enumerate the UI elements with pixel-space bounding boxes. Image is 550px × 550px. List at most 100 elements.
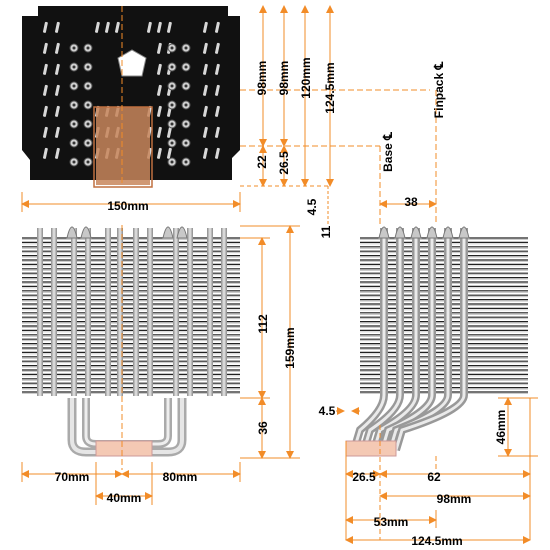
finpack-centerline-label: Finpack ℄: [432, 62, 446, 119]
mounting-hole-center: [86, 46, 90, 50]
side-view-dimensions: [336, 397, 538, 544]
fin-slot: [104, 21, 110, 33]
fin-slot: [202, 84, 208, 96]
fin-slot: [156, 147, 162, 159]
heatpipe-column: [37, 228, 43, 396]
dim-159mm: 159mm: [283, 327, 297, 368]
mounting-hole-center: [86, 65, 90, 69]
side-view: [345, 226, 528, 457]
dim-46mm: 46mm: [494, 410, 508, 445]
dim-11: 11: [319, 225, 333, 238]
side-view-heatpipes: [350, 226, 470, 452]
mounting-hole-center: [72, 65, 76, 69]
front-view: [22, 226, 240, 457]
heatpipe-cap: [80, 226, 92, 239]
mounting-hole-center: [170, 84, 174, 88]
mounting-hole-center: [72, 84, 76, 88]
fin-slot: [214, 105, 220, 117]
fin-slot: [54, 21, 60, 33]
mounting-hole-center: [86, 84, 90, 88]
dim-80mm: 80mm: [163, 470, 198, 484]
heatpipe-side-highlight: [362, 228, 402, 451]
mounting-hole-center: [72, 122, 76, 126]
fin-slot: [54, 63, 60, 75]
mounting-hole-center: [72, 46, 76, 50]
fin-slot: [156, 63, 162, 75]
heatpipe-cap: [176, 226, 188, 239]
fin-slot: [202, 147, 208, 159]
dim-150mm: 150mm: [107, 199, 148, 213]
heatpipe-column: [117, 228, 123, 396]
fin-slot: [42, 21, 48, 33]
fin-slot: [214, 21, 220, 33]
heatpipe-column: [147, 228, 153, 396]
heatpipe-cap: [442, 226, 454, 239]
dim-98mm-b: 98mm: [277, 61, 291, 96]
dim-98mm-side: 98mm: [437, 492, 472, 506]
base-centerline-label: Base ℄: [381, 132, 395, 172]
fin-slot: [42, 42, 48, 54]
heatpipe-cap: [378, 226, 390, 239]
mounting-hole-center: [170, 122, 174, 126]
fin-slot: [166, 126, 172, 138]
heatpipe-cap: [162, 226, 174, 239]
mounting-hole-center: [86, 141, 90, 145]
mounting-hole-center: [86, 160, 90, 164]
top-view-copper-base: [96, 107, 150, 185]
heatpipe-column: [71, 228, 77, 396]
front-view-copper-base: [95, 440, 153, 457]
top-view-center-cutout: [117, 49, 147, 77]
front-view-dimension-labels: 11 112 159mm 36 70mm 80mm 40mm: [55, 225, 333, 505]
heatpipe-cap: [66, 226, 78, 239]
fin-slot: [114, 21, 120, 33]
dim-36: 36: [256, 421, 270, 435]
heatpipe-column: [51, 228, 57, 396]
fin-slot: [214, 63, 220, 75]
mounting-hole-center: [170, 65, 174, 69]
top-view-dimension-labels: 98mm 98mm 120mm 124.5mm 22 26.5 4.5 150m…: [107, 57, 446, 215]
fin-slot: [166, 21, 172, 33]
dim-62: 62: [427, 470, 441, 484]
fin-slot: [166, 147, 172, 159]
fin-slot: [156, 84, 162, 96]
fin-slot: [42, 126, 48, 138]
heatpipe-cap: [410, 226, 422, 239]
fin-slot: [214, 42, 220, 54]
mounting-hole-center: [184, 84, 188, 88]
fin-slot: [156, 105, 162, 117]
heatpipe-column: [187, 228, 193, 396]
mounting-hole-center: [86, 103, 90, 107]
dim-70mm: 70mm: [55, 470, 90, 484]
heatpipe-u-bend-inner: [82, 398, 172, 448]
heatpipe-cap: [458, 226, 470, 239]
fin-slot: [42, 63, 48, 75]
fin-slot: [202, 21, 208, 33]
dim-38: 38: [404, 195, 418, 209]
heatpipe-side-highlight: [394, 228, 466, 451]
mounting-hole-center: [184, 46, 188, 50]
mounting-hole-center: [184, 122, 188, 126]
heatpipe-column: [133, 228, 139, 396]
heatpipe-column: [221, 228, 227, 396]
fin-slot: [202, 126, 208, 138]
heatpipe-side-highlight: [352, 228, 386, 451]
heatpipe-column: [85, 228, 91, 396]
heatpipe-cap: [394, 226, 406, 239]
fin-slot: [42, 147, 48, 159]
mounting-hole-center: [184, 103, 188, 107]
heatpipe-column: [207, 228, 213, 396]
mounting-hole-center: [184, 160, 188, 164]
mounting-hole-center: [184, 65, 188, 69]
mounting-hole-center: [170, 46, 174, 50]
fin-slot: [214, 126, 220, 138]
dim-22: 22: [255, 155, 269, 169]
fin-slot: [202, 63, 208, 75]
heatpipe-column: [173, 228, 179, 396]
front-view-dimensions: [21, 225, 300, 505]
top-view-base-outline: [93, 106, 153, 188]
mounting-hole-center: [184, 141, 188, 145]
fin-slot: [214, 147, 220, 159]
fin-slot: [202, 105, 208, 117]
fin-slot: [214, 84, 220, 96]
fin-slot: [54, 84, 60, 96]
